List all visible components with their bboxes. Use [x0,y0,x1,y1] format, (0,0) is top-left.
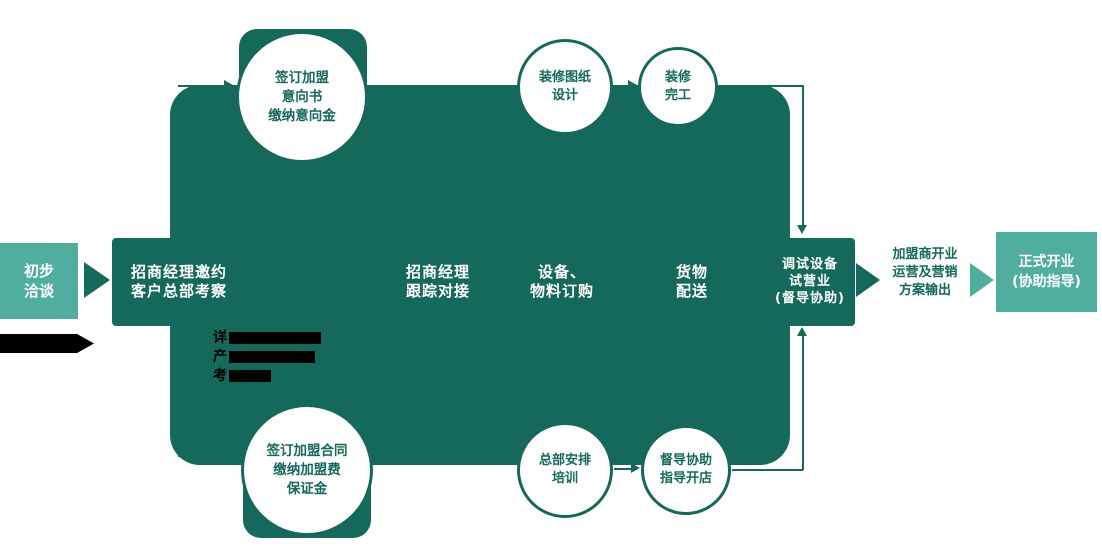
step-ordering-label: 设备、 物料订购 [529,263,594,300]
grand-opening-node: 正式开业 (协助指导) [996,232,1097,312]
obscured-text-fragment: 考 [213,368,227,384]
obscured-text-line: 产 [213,348,353,366]
marketing-plan-node: 加盟商开业 运营及营销 方案输出 [882,234,968,312]
connector-line [732,469,803,471]
obscured-text-line: 详 [213,329,353,347]
step-delivery-label: 货物 配送 [675,263,708,300]
connector-line [178,85,224,87]
arrowhead-down-icon [797,225,807,234]
arrow-right-icon [970,263,994,297]
obscured-text-fragment: 产 [213,349,227,365]
connector-line [614,468,632,470]
obscured-text-line: 考 [213,367,353,385]
redacted-text-block [229,370,271,382]
milestone-sign-contract: 签订加盟合同 缴纳加盟费 保证金 [241,404,373,536]
arrowhead-right-icon [230,450,239,460]
obscured-annotation: 详 产 考 [213,329,353,386]
arrow-right-icon [84,262,110,298]
process-band [112,238,855,326]
connector-line [802,336,804,470]
arrowhead-right-icon [631,463,640,473]
black-wedge-shape [0,334,94,353]
start-node: 初步 洽谈 [0,243,78,319]
milestone-sign-intent: 签订加盟 意向书 缴纳意向金 [236,31,368,163]
arrowhead-right-icon [224,80,233,90]
milestone-store-opening-guidance: 督导协助 指导开店 [641,425,731,515]
arrowhead-up-icon [797,327,807,336]
connector-line [178,455,230,457]
connector-line [718,85,803,87]
connector-line [802,85,804,225]
milestone-design: 装修图纸 设计 [517,39,613,135]
milestone-construction-done: 装修 完工 [638,47,718,127]
connector-line [614,85,629,87]
step-trial-run-label: 调试设备 试营业 (督导协助) [775,257,845,306]
obscured-text-fragment: 详 [213,330,227,346]
arrowhead-right-icon [628,80,637,90]
redacted-text-block [229,351,315,363]
milestone-training: 总部安排 培训 [517,422,613,518]
redacted-text-block [229,332,321,344]
step-follow-up-label: 招商经理 跟踪对接 [405,263,470,300]
step-invite-label: 招商经理邀约 客户总部考察 [130,263,227,300]
